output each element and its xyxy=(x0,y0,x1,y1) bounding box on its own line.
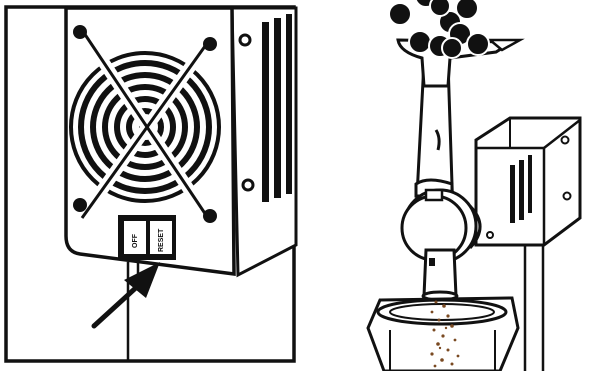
switch-off-label: OFF xyxy=(132,233,139,248)
fan-grille-icon xyxy=(71,25,219,223)
side-screw-bottom xyxy=(243,180,253,190)
vent-slots xyxy=(262,14,292,202)
machine-view-panel xyxy=(340,0,595,371)
side-screw-top xyxy=(240,35,250,45)
back-view-panel: OFF RESET xyxy=(0,0,300,371)
stand-pole xyxy=(525,238,543,371)
machine-view-drawing xyxy=(340,0,595,371)
back-view-drawing: OFF RESET xyxy=(0,0,300,371)
power-switch: OFF RESET xyxy=(118,215,176,260)
output-spout xyxy=(423,250,457,300)
switch-reset-label: RESET xyxy=(158,228,165,252)
motor-body xyxy=(476,118,580,245)
